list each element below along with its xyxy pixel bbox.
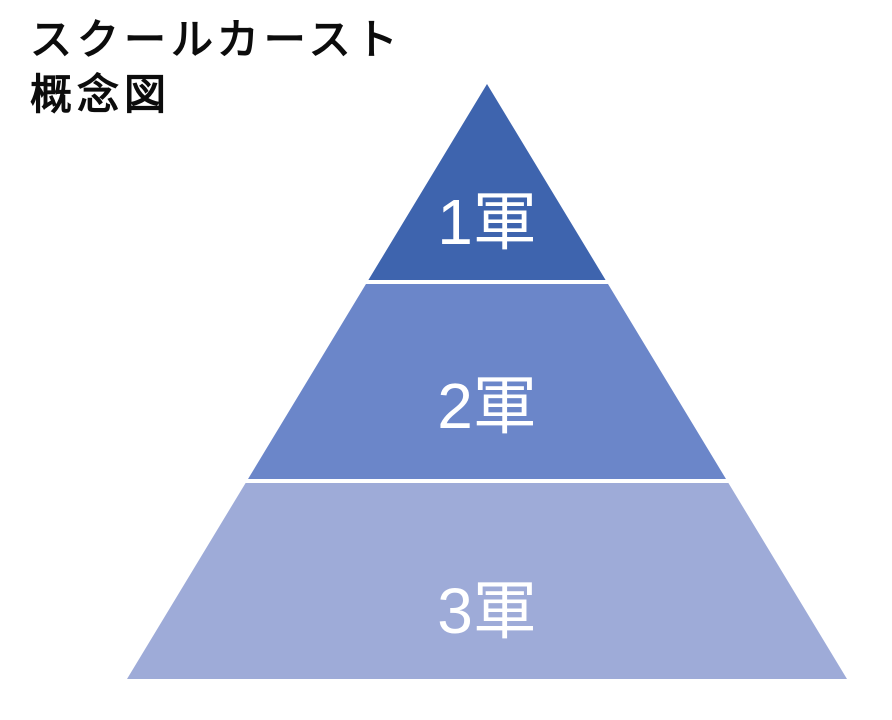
page-title: スクールカースト 概念図 (30, 16, 403, 118)
pyramid-diagram: 1軍 2軍 3軍 (127, 84, 847, 679)
pyramid-tier-3: 3軍 (127, 483, 847, 679)
tier-3-label: 3軍 (437, 574, 537, 647)
tier-2-label: 2軍 (437, 370, 537, 443)
pyramid-tier-2: 2軍 (127, 284, 847, 479)
tier-1-label: 1軍 (437, 185, 537, 258)
